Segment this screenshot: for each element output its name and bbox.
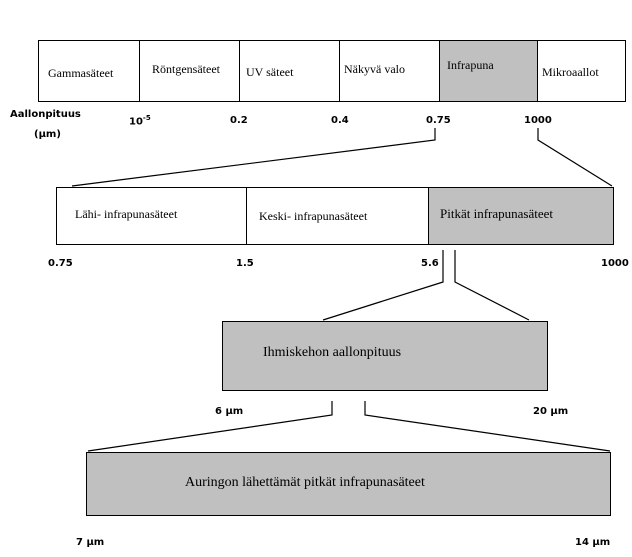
infrared-band-label: Keski- infrapunasäteet — [259, 209, 368, 223]
infrared-tick: 1000 — [601, 258, 629, 269]
spectrum-tick: 0.75 — [426, 115, 451, 126]
human-tick-right: 20 µm — [533, 406, 569, 417]
infrared-band-label: Pitkät infrapunasäteet — [440, 206, 553, 221]
connector-long-right — [454, 250, 530, 321]
spectrum-band-label: UV säteet — [246, 65, 294, 79]
spectrum-band-uv: UV säteet — [239, 41, 339, 101]
connector-long-left — [322, 250, 444, 321]
infrared-bar: Lähi- infrapunasäteet Keski- infrapunasä… — [56, 187, 614, 245]
spectrum-tick-exponent: -5 — [142, 114, 151, 122]
infrared-tick: 1.5 — [236, 258, 254, 269]
spectrum-band-label: Mikroaallot — [542, 65, 599, 79]
sun-tick-left: 7 µm — [76, 537, 105, 548]
infrared-band-label: Lähi- infrapunasäteet — [75, 207, 178, 221]
spectrum-tick: 10-5 — [129, 114, 151, 127]
infrared-band-near: Lähi- infrapunasäteet — [57, 188, 246, 244]
spectrum-band-microwave: Mikroaallot — [537, 41, 625, 101]
spectrum-bar: Gammasäteet Röntgensäteet UV säteet Näky… — [38, 40, 626, 102]
connector-infrared-left — [71, 128, 436, 187]
spectrum-band-label: Gammasäteet — [48, 66, 114, 80]
axis-label-wavelength: Aallonpituus — [10, 109, 81, 120]
spectrum-band-label: Röntgensäteet — [152, 62, 220, 76]
infrared-band-long: Pitkät infrapunasäteet — [428, 188, 613, 244]
sun-infrared-box: Auringon lähettämät pitkät infrapunasäte… — [86, 452, 611, 516]
connector-human-left — [87, 401, 333, 452]
infrared-band-mid: Keski- infrapunasäteet — [246, 188, 428, 244]
spectrum-band-label: Infrapuna — [447, 58, 494, 72]
spectrum-band-infrared: Infrapuna — [439, 41, 537, 101]
infrared-tick: 5.6 — [421, 258, 439, 269]
spectrum-band-label: Näkyvä valo — [344, 62, 405, 76]
connector-infrared-right — [537, 128, 613, 187]
sun-tick-right: 14 µm — [575, 537, 611, 548]
spectrum-tick: 0.4 — [331, 115, 349, 126]
spectrum-band-visible: Näkyvä valo — [339, 41, 439, 101]
spectrum-tick: 0.2 — [230, 115, 248, 126]
connector-human-right — [364, 401, 611, 452]
infrared-tick: 0.75 — [48, 258, 73, 269]
spectrum-band-gamma: Gammasäteet — [39, 41, 139, 101]
human-tick-left: 6 µm — [215, 406, 244, 417]
spectrum-tick-base: 10 — [129, 116, 143, 128]
axis-label-unit: (µm) — [34, 129, 61, 140]
human-wavelength-label: Ihmiskehon aallonpituus — [263, 345, 402, 360]
human-wavelength-box: Ihmiskehon aallonpituus — [222, 321, 548, 391]
spectrum-tick: 1000 — [524, 115, 552, 126]
spectrum-band-xray: Röntgensäteet — [139, 41, 239, 101]
sun-infrared-label: Auringon lähettämät pitkät infrapunasäte… — [185, 475, 425, 490]
